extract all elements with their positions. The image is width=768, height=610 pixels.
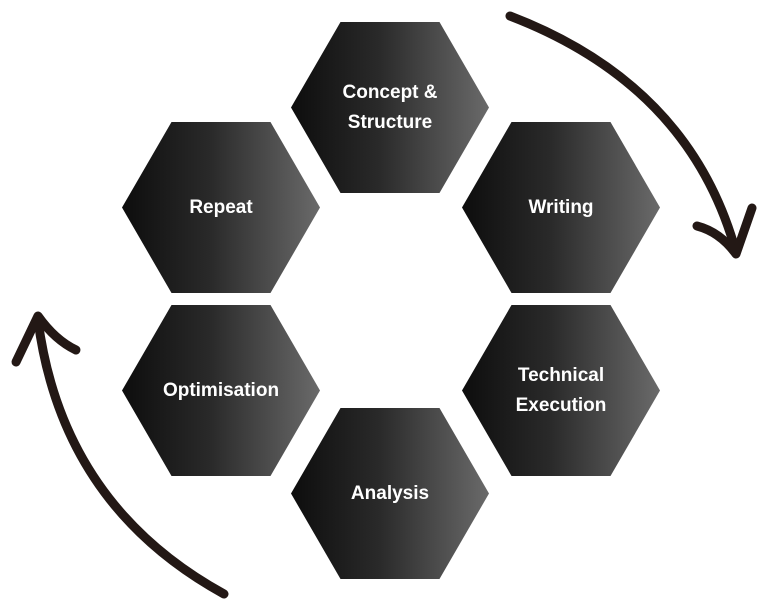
step-label: Concept & Structure bbox=[342, 81, 438, 133]
clockwise-arrow bbox=[505, 11, 741, 257]
clockwise-arrowhead-icon bbox=[692, 203, 757, 259]
step-label: Writing bbox=[528, 196, 594, 218]
step-label: Repeat bbox=[189, 196, 253, 218]
step-label: Analysis bbox=[350, 482, 430, 504]
step-concept-structure: Concept & Structure bbox=[291, 22, 489, 193]
step-technical-execution: Technical Execution bbox=[462, 305, 660, 476]
return-arrowhead-icon bbox=[11, 311, 81, 367]
step-analysis: Analysis bbox=[291, 408, 489, 579]
step-repeat: Repeat bbox=[122, 122, 320, 293]
step-optimisation: Optimisation bbox=[122, 305, 320, 476]
return-arrow bbox=[33, 315, 229, 599]
step-label: Technical Execution bbox=[515, 364, 607, 416]
step-label: Optimisation bbox=[162, 379, 280, 401]
step-writing: Writing bbox=[462, 122, 660, 293]
